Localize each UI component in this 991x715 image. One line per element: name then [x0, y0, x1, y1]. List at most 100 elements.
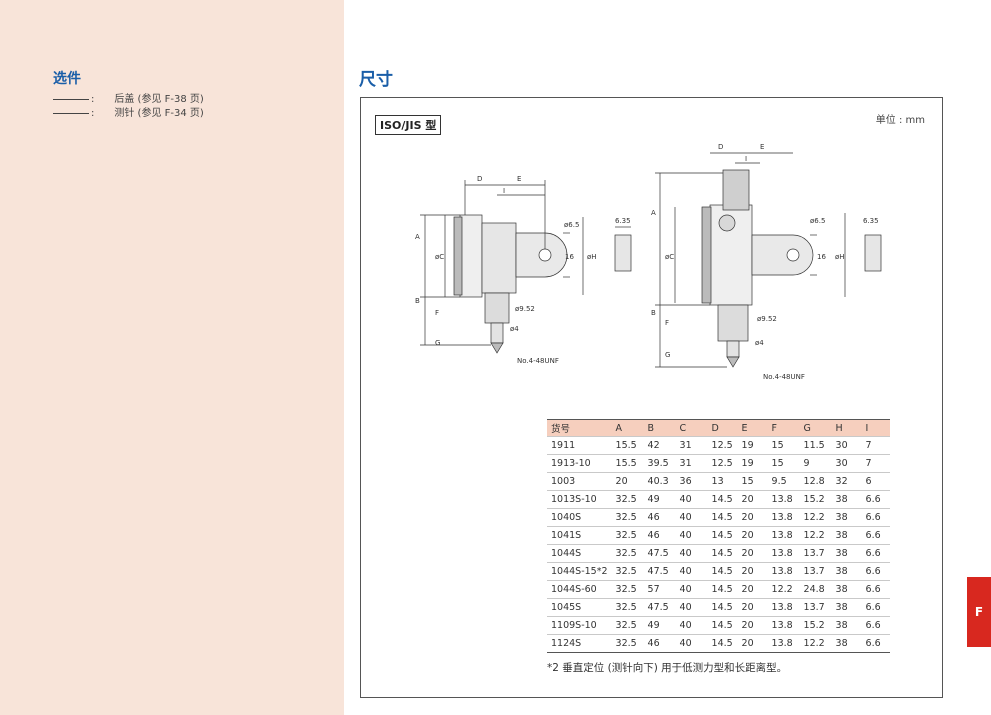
label-B: B: [415, 297, 420, 305]
label-F: F: [665, 319, 669, 327]
table-cell: 6.6: [861, 490, 890, 509]
table-cell: 38: [831, 508, 862, 527]
label-I: I: [503, 187, 505, 195]
table-cell: 24.8: [799, 580, 832, 599]
table-cell: 15: [767, 436, 800, 455]
table-cell: 6.6: [861, 580, 890, 599]
table-cell: 6.6: [861, 634, 890, 653]
table-cell: 13.8: [767, 598, 800, 617]
table-header-row: 货号 A B C D E F G H I: [547, 419, 890, 437]
table-cell: 13.8: [767, 490, 800, 509]
table-cell: 46: [643, 508, 676, 527]
label-H: øH: [587, 253, 597, 261]
table-cell: 13: [707, 472, 738, 491]
table-cell: 1013S-10: [547, 490, 612, 509]
table-cell: 40: [675, 526, 708, 545]
table-cell: 14.5: [707, 490, 738, 509]
table-cell: 14.5: [707, 508, 738, 527]
option-label: 测针 (参见 F-34 页): [114, 108, 204, 119]
option-back-cover: :后盖 (参见 F-38 页): [53, 90, 204, 105]
option-label: 后盖 (参见 F-38 页): [114, 94, 204, 105]
label-B: B: [651, 309, 656, 317]
lug-right: [751, 234, 814, 276]
stem-left: [484, 292, 510, 324]
table-cell: 20: [737, 598, 768, 617]
table-cell: 13.8: [767, 544, 800, 563]
table-cell: 40: [675, 562, 708, 581]
header-cell: D: [707, 419, 738, 437]
table-cell: 13.8: [767, 562, 800, 581]
table-cell: 15: [737, 472, 768, 491]
table-cell: 1045S: [547, 598, 612, 617]
table-cell: 32.5: [611, 598, 644, 617]
dimension-drawing: D E I A B øC F G øH ø6.5 16 6.35 ø9.52 ø…: [415, 143, 882, 381]
header-cell: C: [675, 419, 708, 437]
spindle-left: [490, 322, 504, 344]
contact-point-right: [726, 356, 740, 368]
unit-label: 单位 : mm: [875, 115, 925, 126]
table-cell: 6.6: [861, 526, 890, 545]
table-cell: 13.8: [767, 526, 800, 545]
section-tab-F[interactable]: F: [967, 577, 991, 647]
header-cell: A: [611, 419, 644, 437]
drawing-labels-left: D E I A B øC F G øH ø6.5 16 6.35 ø9.52 ø…: [415, 175, 631, 365]
label-C: øC: [435, 253, 444, 261]
table-cell: 20: [737, 562, 768, 581]
table-cell: 15.5: [611, 454, 644, 473]
label-stem: ø9.52: [515, 305, 535, 313]
table-cell: 47.5: [643, 598, 676, 617]
table-cell: 46: [643, 634, 676, 653]
table-cell: 20: [737, 526, 768, 545]
table-cell: 20: [611, 472, 644, 491]
table-cell: 40: [675, 598, 708, 617]
table-cell: 38: [831, 562, 862, 581]
label-G: G: [665, 351, 670, 359]
table-cell: 19: [737, 436, 768, 455]
header-cell: I: [861, 419, 890, 437]
label-E: E: [760, 143, 764, 151]
lock-knob-right: [718, 214, 736, 232]
contact-point-left: [490, 342, 504, 354]
table-cell: 1913-10: [547, 454, 612, 473]
label-16: 16: [817, 253, 826, 261]
label-tip: ø4: [510, 325, 519, 333]
table-cell: 31: [675, 436, 708, 455]
table-cell: 14.5: [707, 526, 738, 545]
table-cell: 1003: [547, 472, 612, 491]
table-cell: 12.2: [799, 634, 832, 653]
table-cell: 38: [831, 544, 862, 563]
table-cell: 1124S: [547, 634, 612, 653]
header-cell: 货号: [547, 419, 612, 437]
table-cell: 15.5: [611, 436, 644, 455]
table-cell: 40: [675, 580, 708, 599]
table-cell: 12.2: [799, 526, 832, 545]
label-H: øH: [835, 253, 845, 261]
table-cell: 47.5: [643, 562, 676, 581]
table-cell: 38: [831, 598, 862, 617]
label-I: I: [745, 155, 747, 163]
bezel-knurl-right: [701, 206, 712, 304]
table-cell: 6.6: [861, 616, 890, 635]
table-cell: 12.5: [707, 454, 738, 473]
table-cell: 20: [737, 508, 768, 527]
table-cell: 13.8: [767, 508, 800, 527]
table-cell: 20: [737, 490, 768, 509]
table-cell: 32.5: [611, 580, 644, 599]
sidebar: [0, 0, 344, 715]
table-cell: 40: [675, 544, 708, 563]
table-cell: 40: [675, 634, 708, 653]
label-hole: ø6.5: [810, 217, 825, 225]
table-cell: 13.7: [799, 562, 832, 581]
header-cell: F: [767, 419, 800, 437]
label-E: E: [517, 175, 521, 183]
table-cell: 20: [737, 544, 768, 563]
table-cell: 1109S-10: [547, 616, 612, 635]
table-cell: 14.5: [707, 562, 738, 581]
table-cell: 13.7: [799, 544, 832, 563]
